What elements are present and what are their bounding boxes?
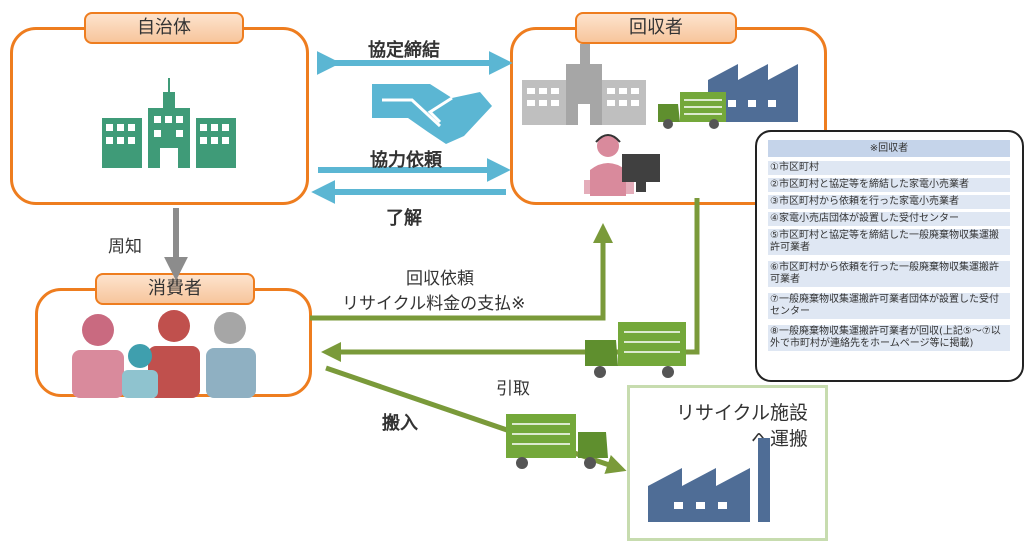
handshake-icon bbox=[372, 84, 492, 144]
collector-note-item: ④家電小売店団体が設置した受付センター bbox=[768, 212, 1010, 226]
collector-note-item: ⑥市区町村から依頼を行った一般廃棄物収集運搬許可業者 bbox=[768, 261, 1010, 287]
collection-request-label: 回収依頼 bbox=[406, 269, 474, 289]
diagram-graphics bbox=[72, 44, 798, 474]
truck-icon bbox=[658, 92, 726, 129]
city-hall-building-icon bbox=[102, 78, 236, 168]
call-center-operator-icon bbox=[584, 134, 660, 196]
delivery-truck-icon bbox=[506, 414, 608, 469]
collection-request-arrow bbox=[310, 223, 613, 321]
collector-note-title: ※回収者 bbox=[768, 140, 1010, 157]
collector-note-item: ⑦一般廃棄物収集運搬許可業者団体が設置した受付センター bbox=[768, 293, 1010, 319]
collector-note-item: ③市区町村から依頼を行った家電小売業者 bbox=[768, 195, 1010, 209]
acknowledged-label: 了解 bbox=[386, 208, 422, 229]
collector-note-item: ①市区町村 bbox=[768, 161, 1010, 175]
office-building-icon bbox=[522, 44, 646, 125]
collector-note-item: ②市区町村と協定等を締結した家電小売業者 bbox=[768, 178, 1010, 192]
recycling-factory-icon bbox=[648, 438, 770, 522]
recycling-fee-label: リサイクル料金の支払※ bbox=[342, 294, 526, 314]
pickup-truck-icon bbox=[585, 322, 686, 378]
pickup-arrow bbox=[321, 198, 700, 362]
recycling-facility-line1: リサイクル施設 bbox=[675, 402, 808, 424]
municipality-label: 自治体 bbox=[84, 12, 244, 44]
factory-icon bbox=[708, 64, 798, 122]
family-icon bbox=[72, 310, 256, 398]
delivery-label: 搬入 bbox=[382, 413, 418, 434]
cooperation-request-label: 協力依頼 bbox=[370, 150, 442, 171]
collector-note-item: ⑧一般廃棄物収集運搬許可業者が回収(上記⑤～⑦以外で市町村が連絡先をホームページ… bbox=[768, 325, 1010, 351]
pickup-label: 引取 bbox=[496, 379, 530, 399]
agreement-label: 協定締結 bbox=[368, 40, 440, 61]
collector-label: 回収者 bbox=[575, 12, 737, 44]
collector-note-item: ⑤市区町村と協定等を締結した一般廃棄物収集運搬許可業者 bbox=[768, 229, 1010, 255]
notice-label: 周知 bbox=[108, 237, 142, 257]
